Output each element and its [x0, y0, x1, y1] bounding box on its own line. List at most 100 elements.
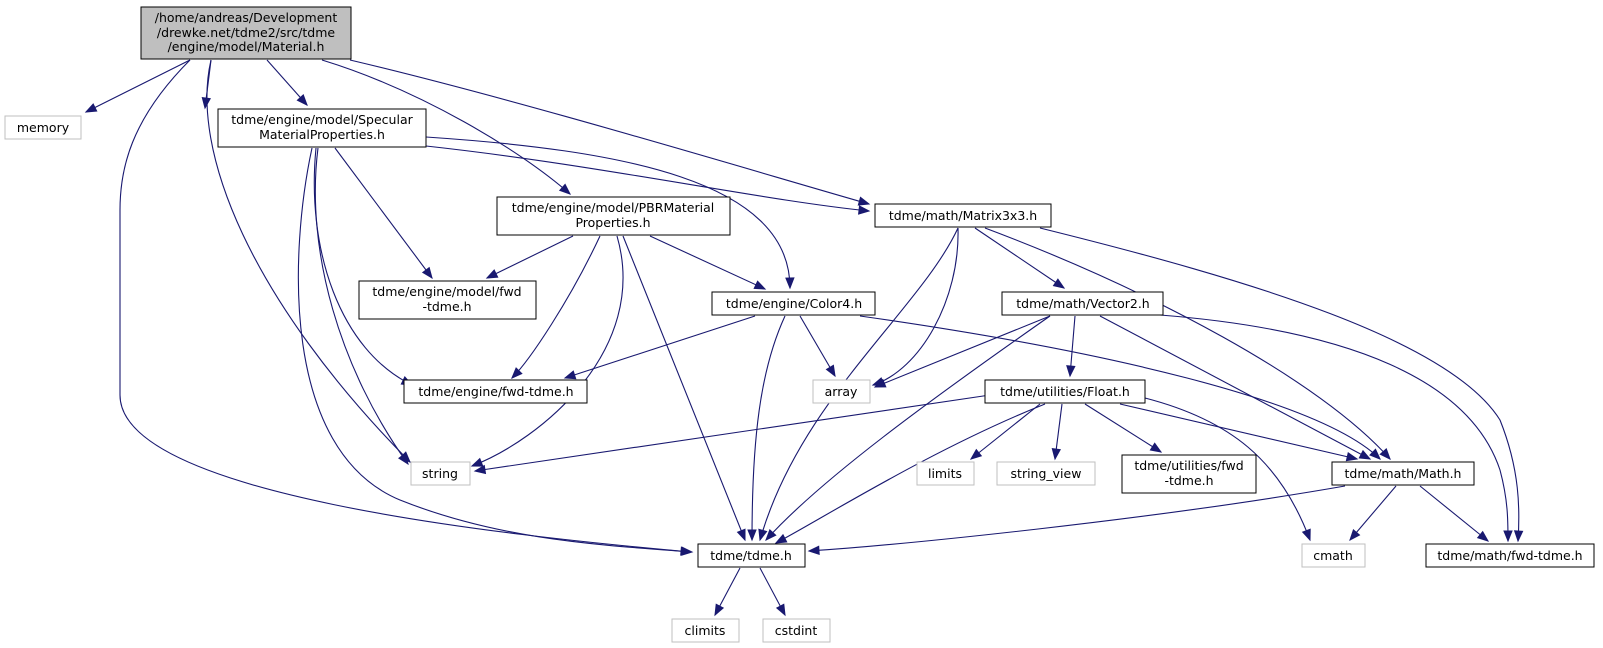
node-array-label: array [825, 384, 858, 399]
arrowhead-tdme-to-climits [714, 603, 725, 617]
node-cmath-label: cmath [1313, 548, 1353, 563]
arrowhead-pbr-to-color4 [753, 280, 767, 290]
node-pbr-label-line1: tdme/engine/model/PBRMaterial [512, 200, 714, 215]
node-string[interactable]: string [410, 461, 471, 486]
node-matrix3x3-h[interactable]: tdme/math/Matrix3x3.h [874, 203, 1052, 228]
node-cmath[interactable]: cmath [1301, 543, 1366, 568]
arrowhead-float-to-utilities-fwd [1149, 442, 1163, 453]
node-math-fwd-tdme-h[interactable]: tdme/math/fwd-tdme.h [1425, 543, 1595, 568]
arrowhead-specular-to-string [398, 452, 409, 466]
edge-material-to-string [206, 59, 411, 463]
node-cstdint-label: cstdint [775, 623, 818, 638]
node-limits-label: limits [928, 466, 962, 481]
arrowhead-specular-to-color4 [785, 277, 795, 290]
arrowhead-color4-to-math [1369, 448, 1381, 460]
edge-matrix3x3-to-tdme [759, 227, 959, 541]
edge-color4-to-engine-fwd [564, 315, 756, 379]
node-tdme-h[interactable]: tdme/tdme.h [697, 543, 806, 568]
node-math-label: tdme/math/Math.h [1345, 466, 1462, 481]
node-specular-label-line2: MaterialProperties.h [259, 127, 385, 142]
edge-matrix3x3-to-math [984, 227, 1391, 460]
edge-vector2-to-math-fwd [1159, 314, 1509, 542]
edge-pbr-to-engine-fwd [511, 235, 601, 379]
edge-float-to-limits [970, 403, 1041, 460]
edge-pbr-to-tdme [622, 235, 746, 541]
node-memory[interactable]: memory [4, 115, 82, 140]
node-limits[interactable]: limits [916, 461, 975, 486]
edge-specular-to-string [314, 147, 409, 465]
arrowhead-pbr-to-tdme [736, 528, 746, 542]
node-math-fwd-label: tdme/math/fwd-tdme.h [1437, 548, 1582, 563]
node-string-view-label: string_view [1011, 466, 1082, 481]
arrowhead-float-to-string-view [1051, 448, 1061, 461]
edge-material-to-pbr-properties [321, 59, 571, 195]
node-memory-label: memory [17, 120, 70, 135]
edge-material-to-matrix3x3 [349, 59, 870, 205]
edge-math-to-tdme [808, 485, 1346, 552]
edge-math-to-cmath [1349, 485, 1397, 541]
edge-matrix3x3-to-vector2 [974, 227, 1065, 289]
arrowhead-float-to-cmath [1301, 528, 1311, 542]
node-cstdint[interactable]: cstdint [762, 618, 831, 643]
node-string-label: string [422, 466, 458, 481]
arrowhead-pbr-to-string [470, 457, 484, 467]
edge-float-to-math [1119, 403, 1358, 460]
arrowhead-float-to-math [1345, 451, 1359, 462]
node-float-label: tdme/utilities/Float.h [1000, 384, 1130, 399]
node-model-fwd-label-line2: -tdme.h [422, 299, 471, 314]
edge-vector2-to-math [1099, 315, 1371, 460]
node-vector2-h[interactable]: tdme/math/Vector2.h [1001, 291, 1164, 316]
node-engine-fwd-tdme-h[interactable]: tdme/engine/fwd-tdme.h [403, 379, 588, 404]
edge-math-to-math-fwd [1419, 485, 1489, 542]
node-specular-material-properties-h[interactable]: tdme/engine/model/Specular MaterialPrope… [217, 108, 427, 148]
edge-pbr-to-model-fwd [486, 235, 574, 279]
edges-layer [84, 59, 1524, 617]
arrowhead-float-to-tdme [774, 533, 788, 544]
node-pbr-label-line2: Properties.h [575, 215, 650, 230]
edge-float-to-utilities-fwd [1084, 403, 1162, 453]
arrowhead-material-to-pbr-properties [558, 183, 572, 195]
node-utilities-fwd-label-line1: tdme/utilities/fwd [1134, 458, 1243, 473]
arrowhead-matrix3x3-to-tdme [758, 528, 768, 542]
node-math-h[interactable]: tdme/math/Math.h [1331, 461, 1475, 486]
node-string-view[interactable]: string_view [996, 461, 1096, 486]
arrowhead-math-to-tdme [807, 545, 820, 556]
edge-specular-to-color4 [425, 136, 791, 289]
node-color4-label: tdme/engine/Color4.h [726, 296, 862, 311]
arrowhead-pbr-to-model-fwd [485, 269, 499, 279]
edge-float-to-tdme [775, 403, 1046, 544]
arrowhead-tdme-to-cstdint [775, 603, 786, 617]
edge-specular-to-engine-fwd [313, 147, 413, 386]
node-climits[interactable]: climits [671, 618, 740, 643]
edge-color4-to-tdme [751, 315, 786, 541]
node-specular-label-line1: tdme/engine/model/Specular [231, 112, 413, 127]
arrowhead-matrix3x3-to-math-fwd [1513, 530, 1524, 543]
arrowhead-material-to-pbr [296, 94, 308, 107]
edge-specular-to-model-fwd [334, 147, 433, 279]
arrowhead-vector2-to-math-fwd [1503, 530, 1513, 543]
arrowhead-specular-to-model-fwd [421, 266, 433, 280]
edge-float-to-string [474, 394, 991, 472]
arrowhead-vector2-to-array [873, 378, 887, 388]
node-model-fwd-tdme-h[interactable]: tdme/engine/model/fwd -tdme.h [358, 280, 537, 320]
node-float-h[interactable]: tdme/utilities/Float.h [984, 379, 1146, 404]
edge-vector2-to-array [874, 315, 1051, 388]
node-climits-label: climits [685, 623, 726, 638]
node-engine-fwd-label: tdme/engine/fwd-tdme.h [418, 384, 573, 399]
arrowhead-math-to-math-fwd [1476, 530, 1490, 542]
arrowhead-vector2-to-math [1358, 449, 1372, 460]
node-material-h[interactable]: /home/andreas/Development /drewke.net/td… [140, 6, 352, 60]
arrowhead-color4-to-tdme [747, 529, 757, 542]
node-array[interactable]: array [812, 379, 871, 404]
node-utilities-fwd-tdme-h[interactable]: tdme/utilities/fwd -tdme.h [1121, 454, 1257, 494]
arrowhead-float-to-limits [969, 448, 983, 460]
node-pbr-material-properties-h[interactable]: tdme/engine/model/PBRMaterial Properties… [496, 196, 731, 236]
node-vector2-label: tdme/math/Vector2.h [1016, 296, 1149, 311]
node-material-h-label-line2: /drewke.net/tdme2/src/tdme [157, 25, 335, 40]
arrowhead-color4-to-array [825, 364, 836, 378]
arrowhead-math-to-cmath [1349, 528, 1361, 542]
node-model-fwd-label-line1: tdme/engine/model/fwd [372, 284, 521, 299]
edge-specular-to-matrix3x3 [425, 145, 870, 212]
node-color4-h[interactable]: tdme/engine/Color4.h [711, 291, 876, 316]
